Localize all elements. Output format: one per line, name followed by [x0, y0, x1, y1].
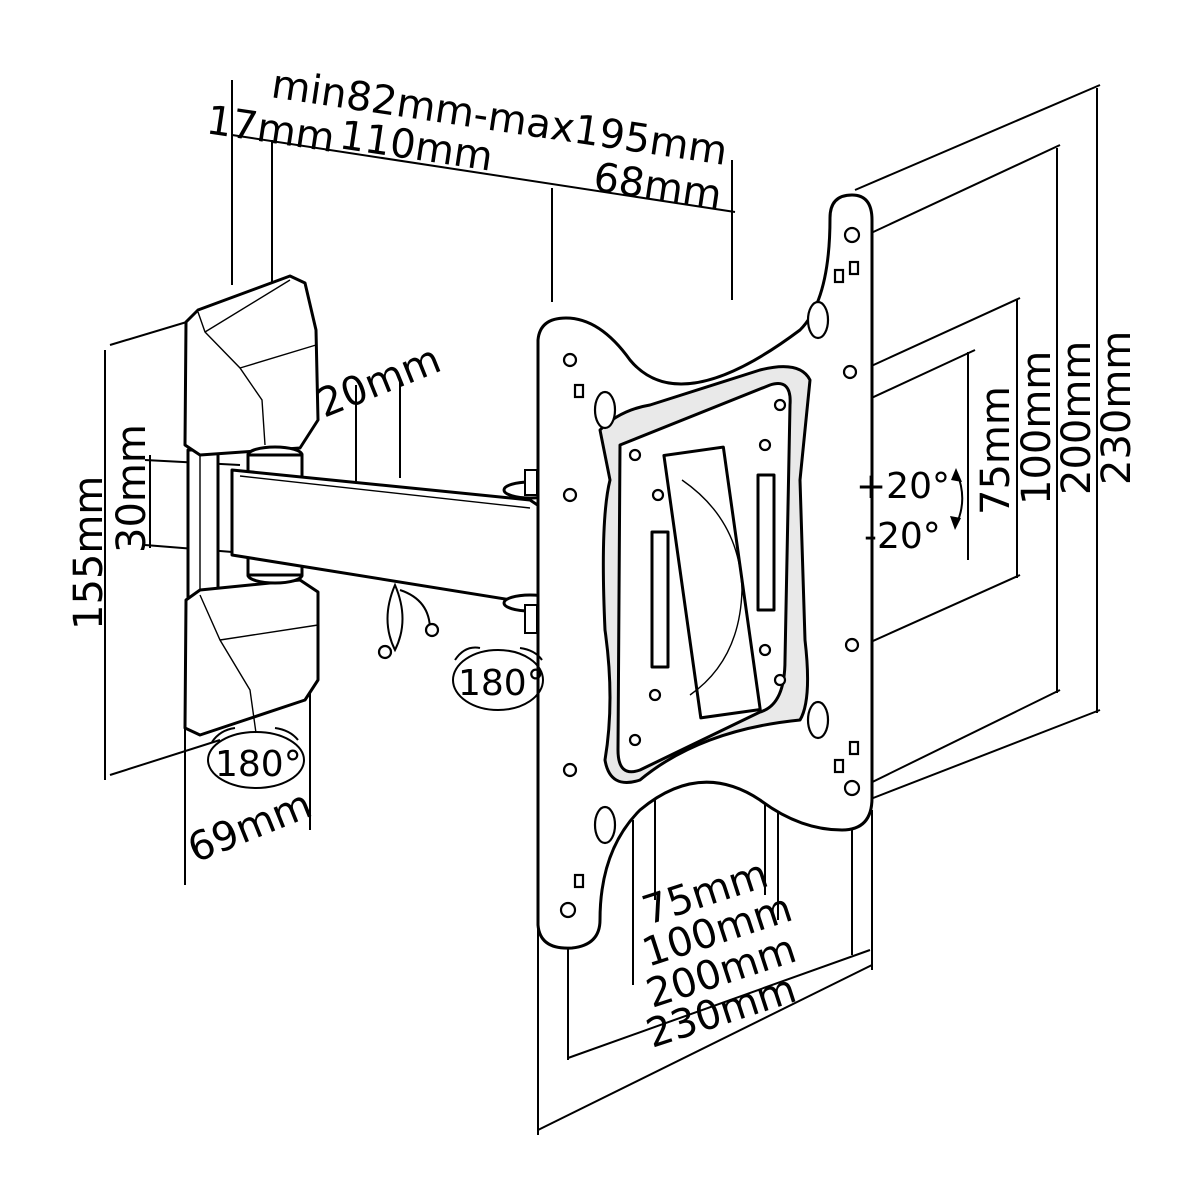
- top-dimension-lines: [231, 80, 736, 330]
- arm-height-label: 30mm: [109, 424, 155, 553]
- arm-swivel-label: 180°: [458, 663, 545, 704]
- left-dimension-lines: [104, 317, 401, 885]
- vesa-vertical-75-label: 75mm: [973, 386, 1019, 515]
- vesa-vertical-200-label: 200mm: [1054, 341, 1100, 495]
- tilt-up-label: +20°: [856, 466, 950, 507]
- wall-plate-height-label: 155mm: [66, 476, 112, 630]
- tilt-down-label: -20°: [864, 516, 941, 557]
- wall-swivel-label: 180°: [215, 744, 302, 785]
- vesa-vertical-100-label: 100mm: [1014, 351, 1060, 505]
- rotation-symbols: [207, 646, 544, 789]
- tv-plate: [536, 193, 874, 950]
- wall-plate-width-label: 69mm: [182, 781, 319, 872]
- arm-thickness-label: 20mm: [311, 336, 448, 427]
- vesa-vertical-230-label: 230mm: [1094, 331, 1140, 485]
